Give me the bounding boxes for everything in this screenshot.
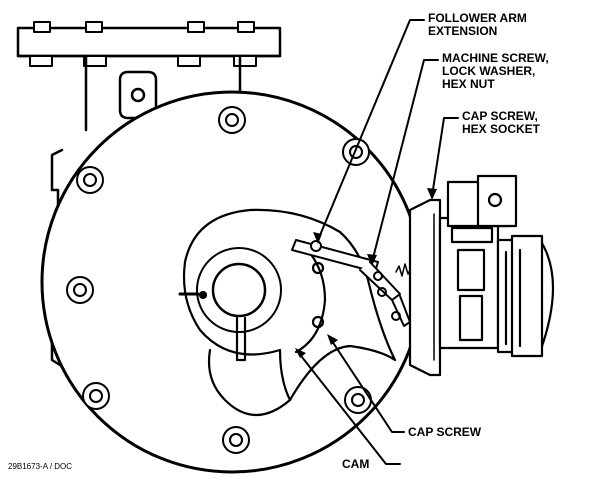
follower-arm-line2: EXTENSION	[428, 24, 498, 38]
label-cam: CAM	[342, 458, 369, 471]
cap-screw-hex-line2: HEX SOCKET	[462, 122, 541, 136]
leader-lines	[297, 19, 459, 465]
document-number: 29B1673-A / DOC	[8, 462, 73, 471]
cap-screw-hex-line1: CAP SCREW,	[462, 109, 538, 123]
machine-screw-line2: LOCK WASHER,	[442, 64, 536, 78]
follower-arm-line1: FOLLOWER ARM	[428, 11, 527, 25]
cap-screw-text: CAP SCREW	[408, 425, 482, 439]
leader-arrowheads	[295, 188, 437, 358]
label-cap-screw: CAP SCREW	[408, 426, 481, 439]
label-follower-arm-extension: FOLLOWER ARM EXTENSION	[428, 12, 527, 38]
label-cap-screw-hex-socket: CAP SCREW, HEX SOCKET	[462, 110, 540, 136]
label-machine-screw: MACHINE SCREW, LOCK WASHER, HEX NUT	[442, 52, 549, 91]
machine-screw-line3: HEX NUT	[442, 77, 495, 91]
cam-text: CAM	[342, 457, 370, 471]
positioner	[408, 174, 554, 377]
housing-bolts	[66, 106, 372, 454]
machine-screw-line1: MACHINE SCREW,	[442, 51, 549, 65]
follower-arm	[291, 239, 412, 327]
